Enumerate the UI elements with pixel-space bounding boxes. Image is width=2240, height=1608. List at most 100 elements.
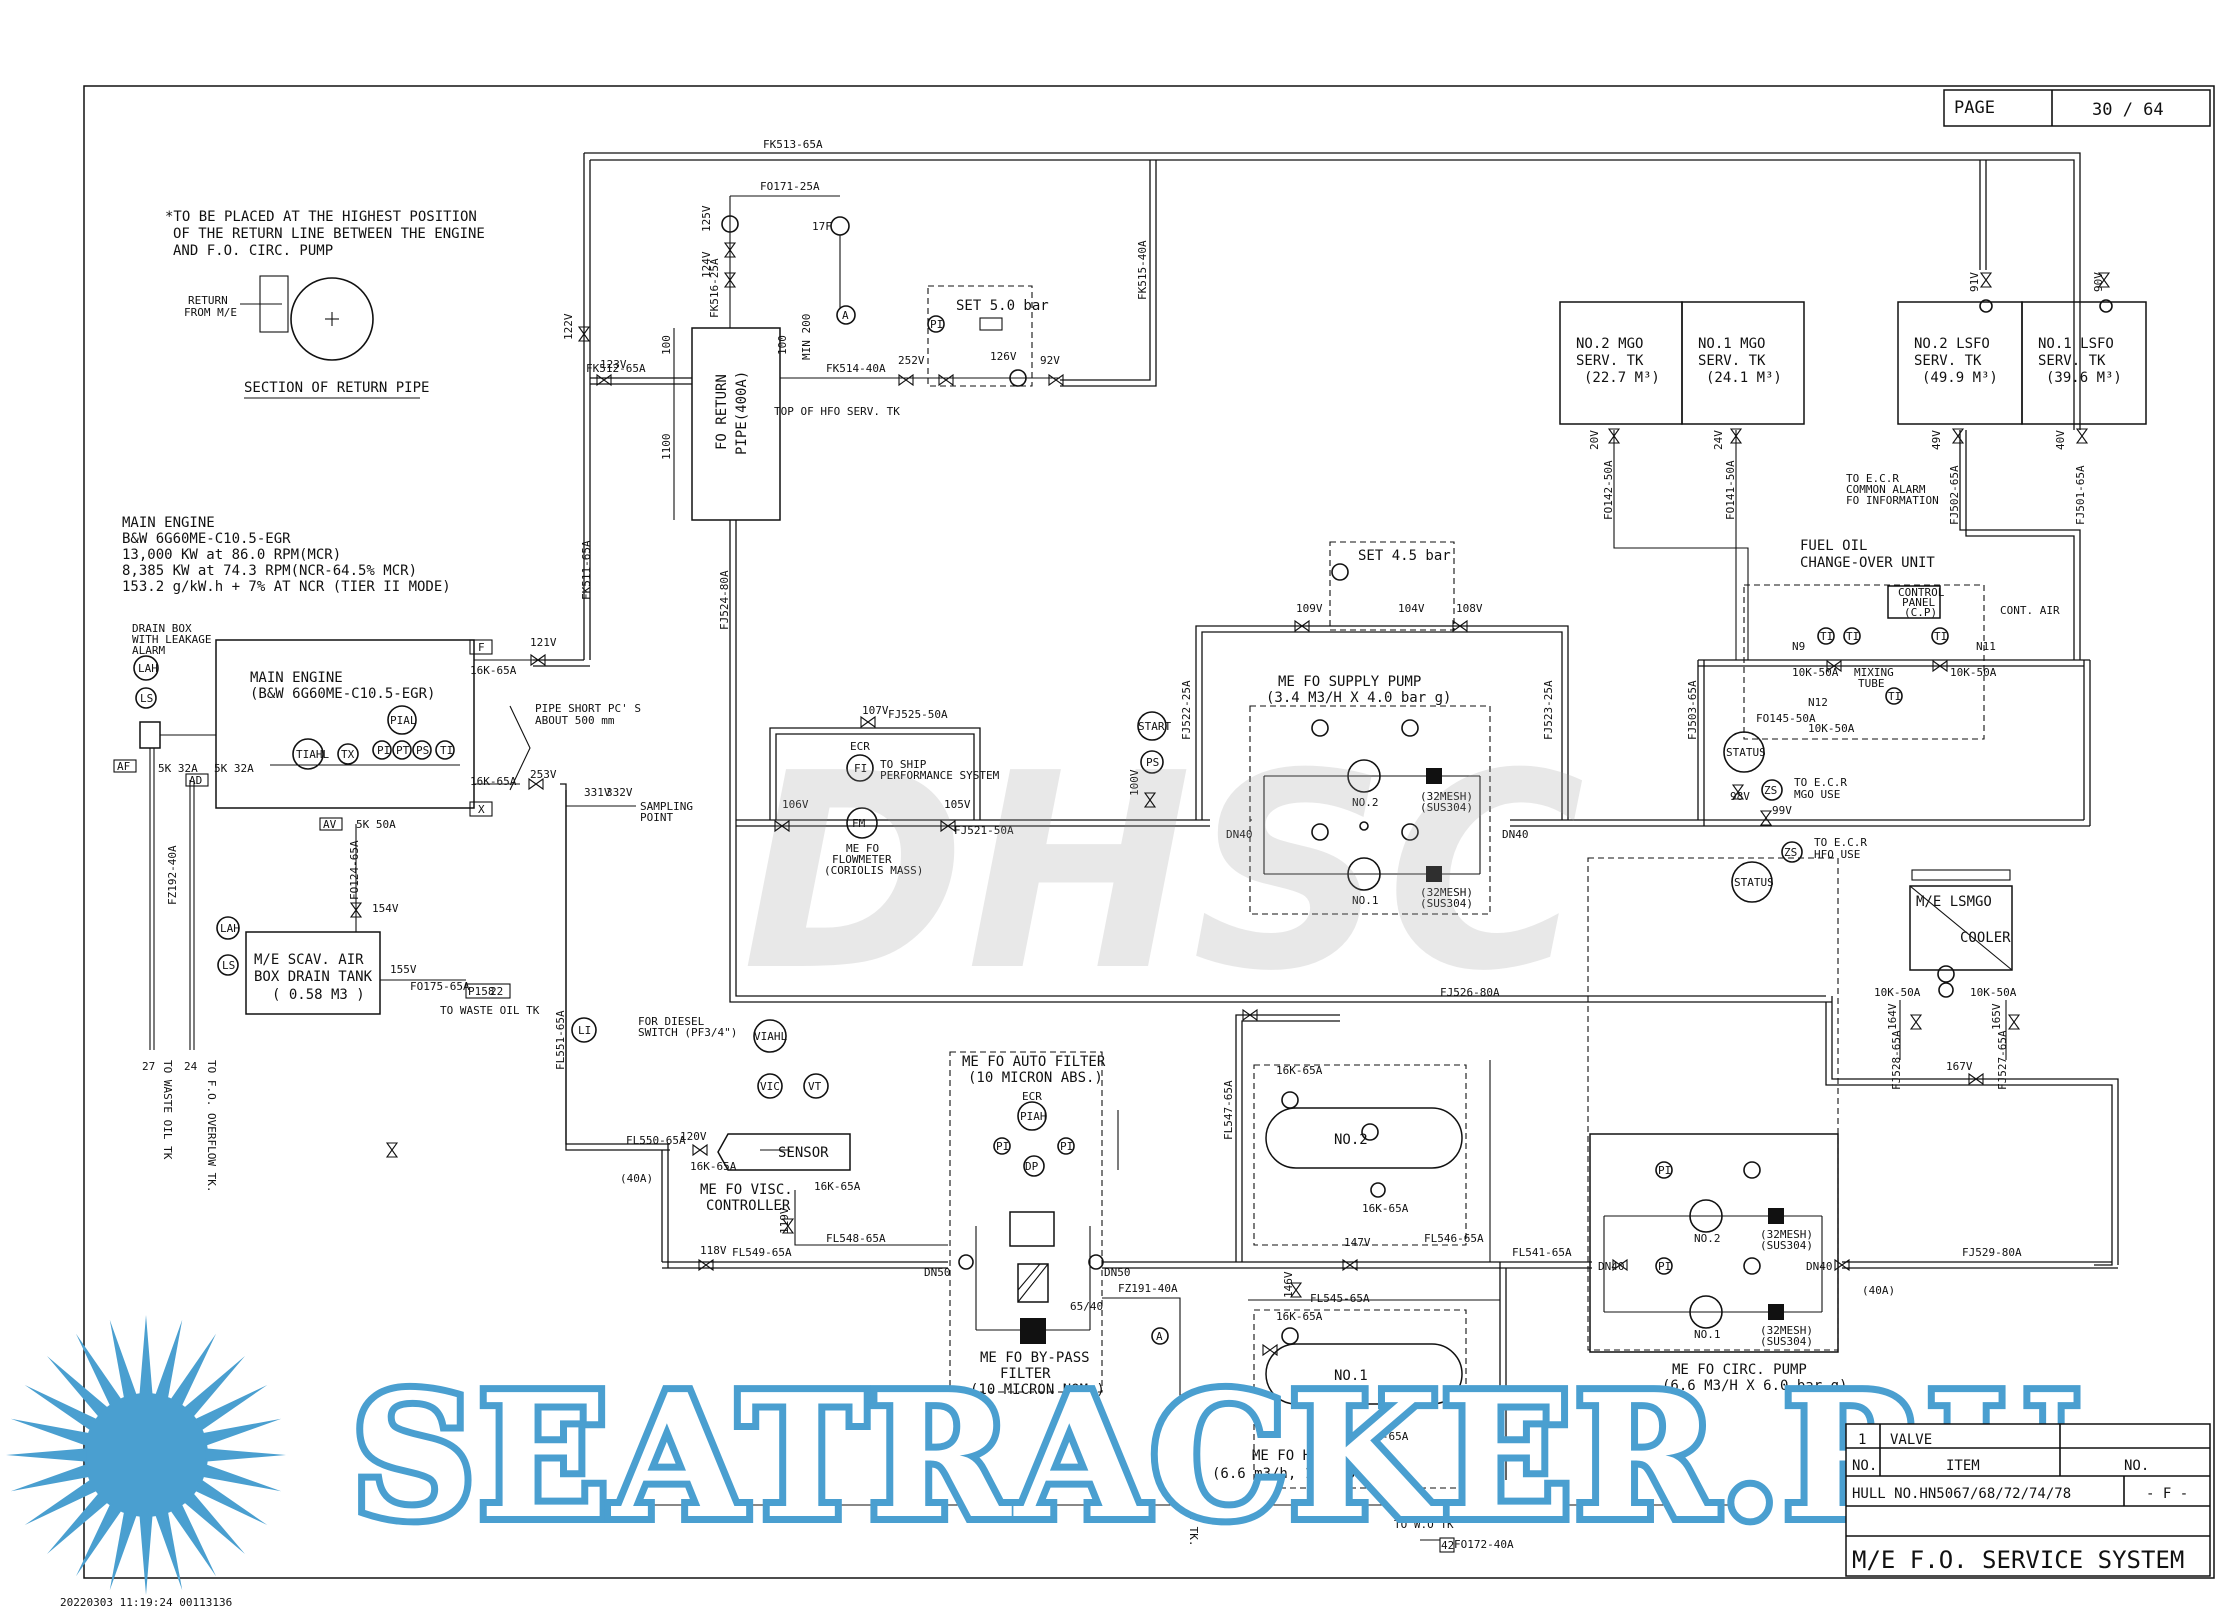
hull-number: HULL NO.HN5067/68/72/74/78 xyxy=(1852,1486,2071,1502)
pipe-fo124: FO124-65A xyxy=(348,840,361,900)
pial-instrument xyxy=(387,705,417,735)
valve-glyph xyxy=(698,1258,714,1272)
cooler-10k-1: 10K-50A xyxy=(1874,986,1921,999)
tiahl-instrument xyxy=(292,738,324,770)
note-line-2: OF THE RETURN LINE BETWEEN THE ENGINE xyxy=(173,226,485,242)
ti-engine xyxy=(435,740,455,760)
heater-title: ME FO HEATER xyxy=(1252,1448,1354,1464)
return-pipe-l1: FO RETURN xyxy=(714,374,730,450)
valve-glyph-vertical xyxy=(723,272,737,288)
valve-glyph xyxy=(528,777,544,791)
filter-dn50-in: DN50 xyxy=(924,1266,951,1279)
engine-spec-block: MAIN ENGINE B&W 6G60ME-C10.5-EGR 13,000 … xyxy=(122,515,451,595)
valve-glyph-vertical xyxy=(1759,810,1773,826)
valve-154v: 154V xyxy=(372,902,399,915)
pressure-set-valve-5bar: SET 5.0 bar PI 252V 126V 92V xyxy=(898,298,1060,387)
valve-glyph xyxy=(860,715,876,729)
return-label-2: FROM M/E xyxy=(184,306,237,319)
return-pipe-l2: PIPE(400A) xyxy=(734,371,750,455)
valve-122v: 122V xyxy=(562,313,575,340)
pipe-fk514: FK514-40A xyxy=(826,362,886,375)
dim-100a: 100 xyxy=(660,335,673,355)
valve-glyph xyxy=(1452,619,1468,633)
tag-5k50: 5K 50A xyxy=(356,818,396,831)
sun-ray xyxy=(155,1510,183,1591)
heater-no1-label: NO.1 xyxy=(1334,1368,1368,1384)
tank0-pipe: FO142-50A xyxy=(1602,460,1615,520)
circ-pump-rating: (6.6 M3/H X 6.0 bar g) xyxy=(1662,1378,1847,1394)
valve-100v: 100V xyxy=(1128,769,1141,796)
engine-spec-4: 8,385 KW at 74.3 RPM(NCR-64.5% MCR) xyxy=(122,563,417,579)
valve-92v: 92V xyxy=(1040,354,1060,367)
engine-spec-5: 153.2 g/kW.h + 7% AT NCR (TIER II MODE) xyxy=(122,579,451,595)
svg-text:X: X xyxy=(478,803,485,816)
valve-glyph-vertical xyxy=(1729,428,1743,444)
fo-return-pipe: FO RETURN PIPE(400A) TOP OF HFO SERV. TK… xyxy=(562,180,900,521)
valve-glyph xyxy=(530,653,546,667)
drain-box-l3: ALARM xyxy=(132,644,165,657)
sun-ray xyxy=(194,1385,268,1431)
pipe-fk512: FK512-65A xyxy=(586,362,646,375)
heater-rating: (6.6 m3/h, 100/150°C) xyxy=(1212,1466,1389,1482)
tank1-valve: 24V xyxy=(1712,430,1725,450)
tag-42: 42 xyxy=(1441,1539,1454,1552)
zs-hfo: ZS xyxy=(1784,846,1797,859)
sun-ray xyxy=(47,1356,109,1418)
circ-pi-2: PI xyxy=(1658,1260,1671,1273)
valve-106v: 106V xyxy=(782,798,809,811)
auto-filter-l1: ME FO AUTO FILTER xyxy=(962,1054,1106,1070)
scav-ls: LS xyxy=(222,959,235,972)
heater-no2-label: NO.2 xyxy=(1334,1132,1368,1148)
engine-side-valves: 121V 253V 331V 332V SAMPLING POINT xyxy=(530,636,693,824)
pipe-fl550: FL550-65A xyxy=(626,1134,686,1147)
supply-mesh-2: (32MESH) xyxy=(1420,790,1473,803)
pipe-fj523: FJ523-25A xyxy=(1542,680,1555,740)
tank0-l3: (22.7 M³) xyxy=(1584,370,1660,386)
drain-lah: LAH xyxy=(138,662,158,675)
section-label: SECTION OF RETURN PIPE xyxy=(244,380,429,396)
li-label: LI xyxy=(578,1024,591,1037)
visc-16k-1: 16K-65A xyxy=(690,1160,737,1173)
supply-no2-label: NO.2 xyxy=(1352,796,1379,809)
valve-glyph xyxy=(692,1143,708,1157)
pipe-short-2: ABOUT 500 mm xyxy=(535,714,615,727)
tag-n11: N11 xyxy=(1976,640,1996,653)
sun-ray xyxy=(109,1319,137,1400)
valve-glyph xyxy=(1262,1343,1278,1357)
valve-164v: 164V xyxy=(1886,1003,1899,1030)
tag-p22: 22 xyxy=(490,985,503,998)
circ-no2-label: NO.2 xyxy=(1694,1232,1721,1245)
valve-155v: 155V xyxy=(390,963,417,976)
hfo-use: HFO USE xyxy=(1814,848,1860,861)
fi-label: FI xyxy=(854,762,867,775)
valve-99v: 99V xyxy=(1772,804,1792,817)
valve-165v: 165V xyxy=(1990,1003,2003,1030)
tag-n12: N12 xyxy=(1808,696,1828,709)
tank3-valve: 40V xyxy=(2054,430,2067,450)
flowmeter-l1: ME FO xyxy=(846,842,879,855)
valve-glyph xyxy=(774,819,790,833)
equipment-boundaries xyxy=(927,285,1985,1489)
pipe-fl551: FL551-65A xyxy=(554,1010,567,1070)
page-box: PAGE 30 / 64 xyxy=(1943,89,2211,127)
valve-252v: 252V xyxy=(898,354,925,367)
to-wo-tk: TO W.O TK xyxy=(1394,1518,1454,1531)
pipe-fl541: FL541-65A xyxy=(1512,1246,1572,1259)
pipe-fo172: FO172-40A xyxy=(1454,1538,1514,1551)
scav-to-waste: TO WASTE OIL TK xyxy=(440,1004,540,1017)
visc-16k-2: 16K-65A xyxy=(814,1180,861,1193)
valve-glyph xyxy=(898,373,914,387)
viahl-label: VIAHL xyxy=(754,1030,787,1043)
supply-pump-title: ME FO SUPPLY PUMP xyxy=(1278,674,1421,690)
tank2-l1: NO.2 LSFO xyxy=(1914,336,1990,352)
rev-letter: - F - xyxy=(2146,1486,2188,1502)
sun-ray xyxy=(183,1492,245,1554)
vt-label: VT xyxy=(808,1080,822,1093)
pipe-fl546: FL546-65A xyxy=(1424,1232,1484,1245)
svg-text:65/40: 65/40 xyxy=(1070,1300,1103,1313)
pt-engine xyxy=(392,740,412,760)
tank1-l1: NO.1 MGO xyxy=(1698,336,1765,352)
supply-mesh-1: (32MESH) xyxy=(1420,886,1473,899)
pial-label: PIAL xyxy=(390,714,417,727)
scav-l1: M/E SCAV. AIR xyxy=(254,952,364,968)
